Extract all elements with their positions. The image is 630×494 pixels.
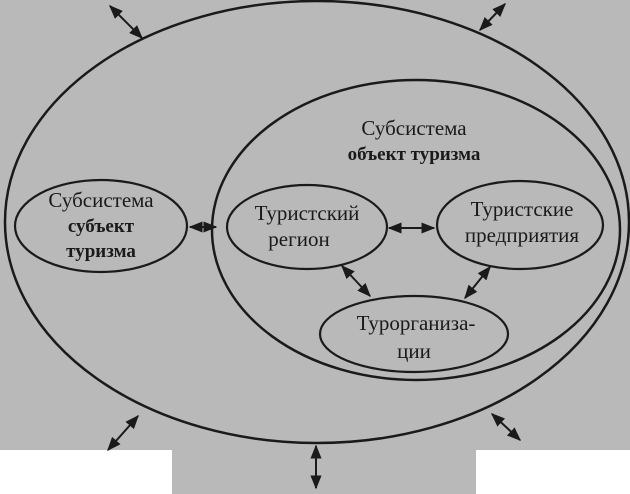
tour-organizations-ellipse	[318, 294, 510, 374]
subject-subsystem-ellipse	[13, 178, 189, 274]
arrow-enterprises-tourorg	[464, 265, 491, 300]
object-label-line1: Субсистема	[361, 116, 467, 140]
tourorg-label-line2: ции	[397, 339, 431, 363]
arrow-top-left	[109, 5, 143, 39]
arrow-bottom-left	[107, 414, 139, 452]
object-label-line2: объект туризма	[348, 144, 481, 165]
enterprises-label-line2: предприятия	[465, 223, 580, 247]
tourorg-label-line1: Турорганиза-	[357, 311, 476, 335]
arrow-region-tourorg	[341, 264, 371, 298]
subject-label-line3: туризма	[66, 241, 136, 262]
arrow-top-right	[479, 2, 506, 32]
tourist-region-ellipse	[225, 183, 389, 271]
enterprises-label-line1: Туристские	[471, 197, 574, 221]
outer-system-ellipse	[3, 0, 630, 445]
page-cutout-left	[0, 450, 172, 494]
subject-label-line2: субъект	[68, 216, 135, 237]
page-cutout-right	[476, 450, 630, 494]
arrow-bottom-right	[490, 413, 522, 441]
region-label-line2: регион	[268, 227, 329, 251]
subject-label-line1: Субсистема	[48, 188, 154, 212]
tourist-enterprises-ellipse	[435, 179, 605, 271]
region-label-line1: Туристский	[255, 201, 360, 225]
